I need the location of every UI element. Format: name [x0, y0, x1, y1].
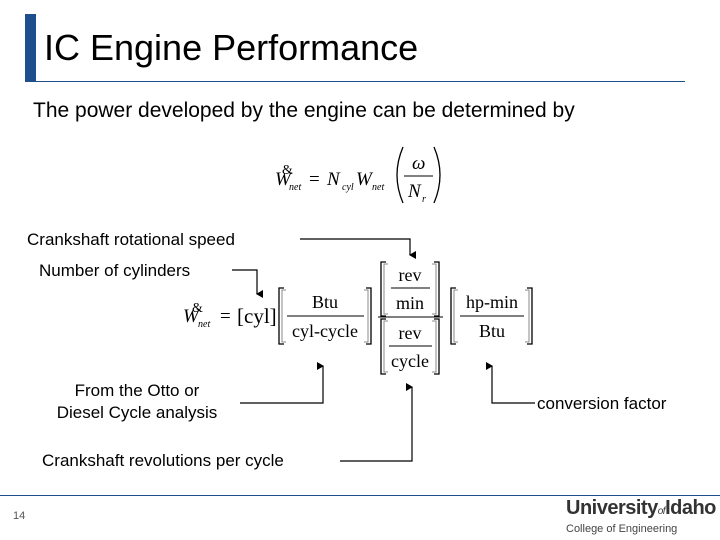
eq2-bracket-2-right-inner [432, 263, 437, 315]
label-conversion-factor: conversion factor [537, 394, 667, 413]
eq2-equals: = [220, 306, 231, 327]
eq1-equals: = [309, 169, 320, 190]
eq2-rev-top: rev [399, 265, 422, 285]
arrow-num-cylinders [232, 269, 263, 298]
arrow-otto-diesel [240, 362, 324, 404]
eq1-nr: N [407, 181, 422, 202]
label-crank-revs: Crankshaft revolutions per cycle [42, 451, 284, 470]
eq1-n-sub: cyl [342, 182, 354, 193]
logo-university: University [566, 497, 658, 519]
arrow-crankshaft-speed [300, 238, 416, 259]
eq2-bracket-4-left [450, 287, 456, 345]
annotation-arrows [232, 238, 535, 462]
logo-college: College of Engineering [566, 523, 678, 535]
eq1-omega: ω [412, 153, 425, 174]
eq1-nr-sub: r [422, 194, 426, 205]
eq2-bracket-3-left [380, 318, 386, 375]
eq1-lhs-sub: net [289, 182, 301, 193]
eq2-dot-mark: & [192, 301, 203, 316]
eq1-w: W [356, 169, 374, 190]
eq2-bracket-1-left-inner [281, 289, 286, 343]
slide-number: 14 [13, 510, 26, 522]
eq2-bracket-3-right [434, 318, 440, 375]
eq2-min: min [396, 293, 424, 313]
eq2-bracket-2-left [380, 261, 386, 317]
eq2-cycle: cycle [391, 351, 429, 371]
label-otto-line2: Diesel Cycle analysis [56, 403, 218, 422]
eq1-left-paren [396, 146, 404, 204]
eq2-btu: Btu [312, 292, 338, 312]
eq2-rev-bottom: rev [399, 323, 422, 343]
eq2-bracket-4-left-inner [453, 289, 458, 343]
eq1-right-paren [433, 146, 441, 204]
eq2-bracket-4-right [527, 287, 533, 345]
logo-idaho: Idaho [665, 497, 716, 519]
equation-2: W & net = [cyl] Btu cyl-cycle rev min re… [183, 261, 533, 375]
arrow-crank-revs [340, 383, 413, 462]
eq1-lhs-w: W [275, 169, 293, 190]
eq2-cyl-cycle: cyl-cycle [292, 321, 358, 341]
eq2-btu2: Btu [479, 321, 505, 341]
eq2-lhs-sub: net [198, 319, 210, 330]
title-divider [25, 81, 685, 82]
eq1-dot-mark: & [282, 163, 293, 178]
eq2-bracket-1-right [366, 287, 372, 345]
eq2-bracket-2-right [434, 261, 440, 317]
eq2-bracket-2-left-inner [383, 263, 388, 315]
eq2-bracket-3-left-inner [383, 320, 388, 373]
title-accent-bar [25, 14, 36, 82]
footer-divider [0, 495, 720, 496]
eq2-cyl: [cyl] [237, 304, 277, 328]
label-num-cylinders: Number of cylinders [39, 261, 191, 280]
eq2-bracket-4-right-inner [525, 289, 530, 343]
label-otto-diesel: From the Otto or Diesel Cycle analysis [37, 380, 237, 424]
arrow-conversion [486, 362, 535, 404]
eq1-w-sub: net [372, 182, 384, 193]
university-logo: UniversityofIdaho College of Engineering [566, 496, 716, 535]
slide-title: IC Engine Performance [44, 27, 419, 68]
logo-wordmark: UniversityofIdaho [566, 496, 716, 524]
eq2-bracket-3-right-inner [432, 320, 437, 373]
label-otto-line1: From the Otto or [74, 381, 200, 400]
eq2-bracket-1-left [278, 287, 284, 345]
eq2-bracket-1-right-inner [364, 289, 369, 343]
label-crankshaft-speed: Crankshaft rotational speed [27, 230, 235, 249]
intro-text: The power developed by the engine can be… [33, 99, 575, 122]
logo-of: of [657, 506, 666, 517]
eq2-lhs-w: W [183, 306, 201, 327]
eq1-n: N [326, 169, 341, 190]
equation-1: W & net = N cyl W net ω N r [275, 146, 441, 205]
eq2-hp-min: hp-min [466, 292, 518, 312]
